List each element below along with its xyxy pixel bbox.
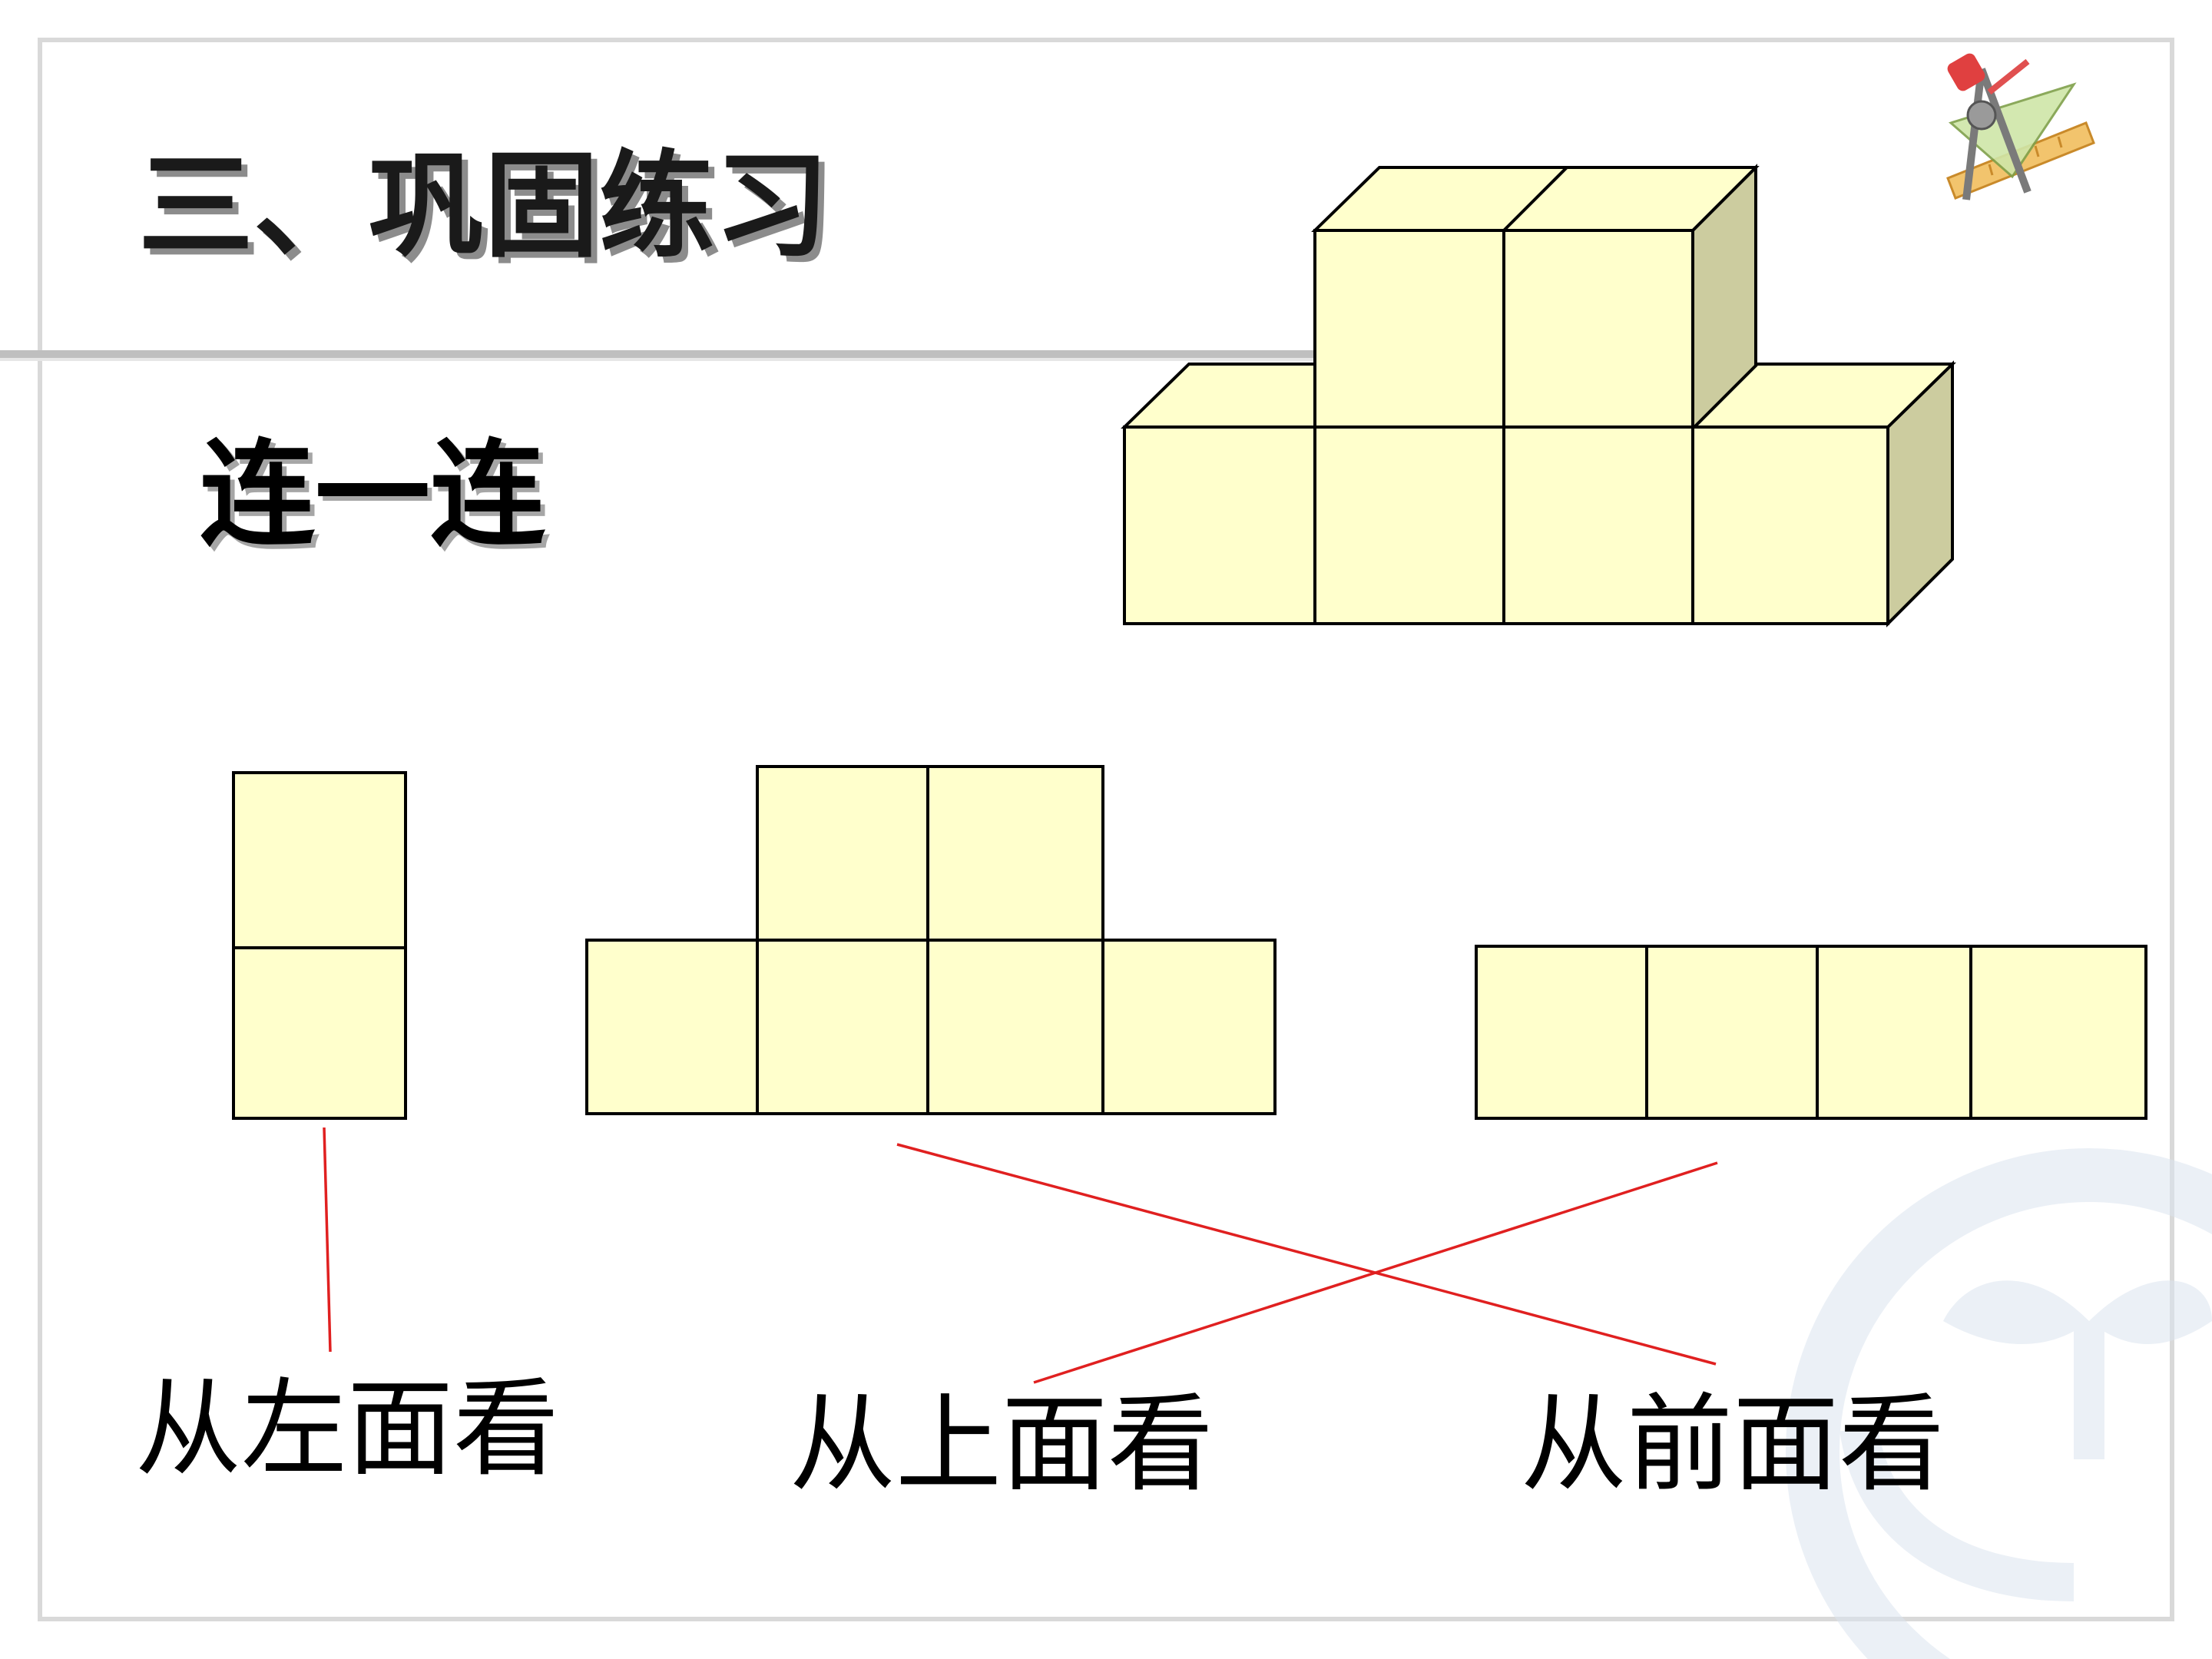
cube-bottom-front-2 [1313,426,1505,625]
cube-bottom-front-1 [1123,426,1316,625]
match-lines [323,1127,1718,1384]
cube-bottom-left-top [1121,363,1316,429]
view-shape-row [1475,945,2147,1120]
cube-upper-front-1 [1313,229,1505,429]
view-shape-stepped [585,765,1277,1115]
title-divider-shade [0,358,1444,361]
slide-title-shadow: 三、巩固练习 [144,144,836,280]
label-top-view: 从上面看 [790,1382,1214,1506]
cube-upper-front-2 [1502,229,1694,429]
slide-title: 三、巩固练习 [138,138,830,273]
cube-solid-3d [1121,164,1956,628]
match-line-left [323,1127,332,1353]
label-left-view: 从左面看 [135,1367,559,1491]
view-shape-column [232,771,407,1120]
title-divider [0,350,1444,358]
instruction-shadow: 连一连 [204,432,550,567]
slide-frame [38,38,2174,1621]
instruction-text: 连一连 [200,427,545,562]
match-line-stepped-front [896,1143,1717,1366]
cube-bottom-front-3 [1502,426,1694,625]
cube-bottom-front-4 [1691,426,1889,625]
match-line-row-top [1033,1161,1718,1384]
label-front-view: 从前面看 [1521,1382,1945,1506]
sprout-hands-logo [1786,1148,2212,1659]
compass-ruler-icon [1946,53,2095,200]
